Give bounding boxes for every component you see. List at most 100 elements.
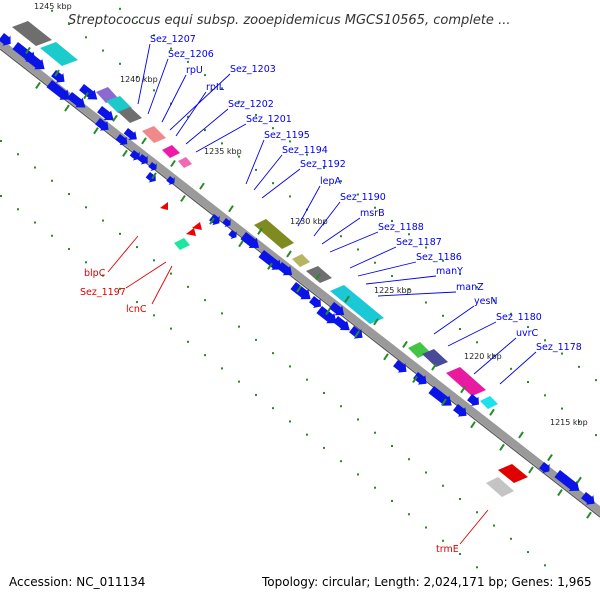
guide-dot bbox=[204, 129, 206, 132]
guide-dot bbox=[153, 314, 155, 317]
cds-arrow bbox=[46, 80, 70, 100]
guide-dot bbox=[85, 206, 87, 209]
gene-label: Sez_1197 bbox=[80, 287, 126, 298]
guide-dot bbox=[374, 261, 376, 264]
gene-label: Sez_1194 bbox=[282, 145, 328, 156]
guide-dot bbox=[459, 328, 461, 331]
gene-label: lcnC bbox=[126, 304, 147, 315]
leader-line bbox=[499, 351, 537, 385]
tick-mark bbox=[83, 92, 89, 100]
tick-mark bbox=[93, 127, 99, 135]
guide-dot bbox=[340, 460, 342, 463]
guide-dot bbox=[476, 341, 478, 344]
guide-dot bbox=[459, 498, 461, 501]
tick-mark bbox=[412, 375, 418, 384]
guide-dot bbox=[323, 446, 325, 449]
tick-mark bbox=[238, 240, 244, 248]
leader-line bbox=[377, 291, 457, 297]
cds-arrow bbox=[166, 176, 175, 186]
tick-mark bbox=[470, 421, 476, 429]
gene-label: yesN bbox=[474, 296, 498, 307]
leader-line bbox=[321, 217, 361, 245]
tick-mark bbox=[460, 386, 466, 394]
gene-label: uvrC bbox=[516, 328, 539, 339]
feature-blocks bbox=[12, 21, 528, 497]
tick-mark bbox=[354, 330, 360, 338]
leader-line bbox=[297, 185, 321, 227]
gene-label: Sez_1202 bbox=[228, 99, 274, 110]
cds-arrow bbox=[581, 492, 595, 505]
guide-dot bbox=[238, 325, 240, 328]
feature-red bbox=[498, 464, 528, 483]
tick-mark bbox=[325, 308, 331, 316]
cds-arrow bbox=[209, 214, 220, 226]
tick-mark bbox=[54, 69, 60, 77]
tick-mark bbox=[499, 443, 505, 451]
cds-arrow bbox=[123, 128, 137, 140]
cds-arrows bbox=[0, 33, 595, 505]
tick-mark bbox=[112, 114, 118, 122]
guide-dot bbox=[493, 299, 495, 302]
feature-khaki bbox=[292, 254, 310, 267]
guide-dot bbox=[408, 288, 410, 291]
tick-mark bbox=[586, 511, 592, 519]
guide-dot bbox=[408, 458, 410, 461]
guide-dot bbox=[170, 47, 172, 50]
tick-mark bbox=[557, 489, 563, 497]
guide-dot bbox=[204, 299, 206, 302]
guide-dot bbox=[561, 352, 563, 355]
tick-mark bbox=[170, 159, 176, 168]
kbp-labels: 1245 kbp 1240 kbp 1235 kbp 1230 kbp 1225… bbox=[34, 2, 588, 427]
cds-arrow bbox=[67, 92, 86, 108]
guide-dot bbox=[102, 274, 104, 277]
leader-line bbox=[137, 43, 151, 105]
guide-dot bbox=[221, 142, 223, 145]
cds-arrow bbox=[413, 372, 427, 385]
guide-dot bbox=[323, 166, 325, 169]
cds-arrow bbox=[115, 134, 128, 146]
guide-dot bbox=[374, 431, 376, 434]
cds-arrow bbox=[129, 150, 140, 161]
tick-mark bbox=[441, 398, 447, 406]
tick-mark bbox=[576, 476, 582, 484]
leader-line bbox=[365, 275, 437, 285]
genome-summary-text: Topology: circular; Length: 2,024,171 bp… bbox=[261, 575, 592, 589]
guide-dot bbox=[0, 140, 2, 142]
cds-arrow bbox=[240, 232, 259, 249]
guide-dot bbox=[255, 393, 257, 396]
guide-dot bbox=[119, 287, 121, 290]
guide-dot bbox=[221, 367, 223, 370]
kbp-label: 1245 kbp bbox=[34, 2, 72, 11]
tick-mark bbox=[315, 273, 321, 281]
guide-dot bbox=[425, 301, 427, 304]
gene-label: manY bbox=[436, 266, 463, 277]
guide-dot bbox=[578, 420, 580, 423]
leader-line bbox=[107, 235, 139, 273]
leader-line bbox=[447, 321, 497, 347]
tick-marks bbox=[25, 46, 592, 519]
feature-salmon bbox=[142, 126, 166, 143]
guide-dot bbox=[102, 49, 104, 52]
cds-arrow bbox=[309, 296, 321, 308]
tick-mark bbox=[35, 81, 41, 89]
guide-dot bbox=[476, 286, 478, 289]
guide-dot bbox=[510, 537, 512, 540]
guide-dot bbox=[272, 182, 274, 185]
guide-dot bbox=[595, 379, 597, 382]
tick-mark bbox=[209, 217, 215, 225]
cds-arrow bbox=[95, 118, 109, 131]
guide-dot bbox=[493, 354, 495, 357]
kbp-label: 1215 kbp bbox=[550, 418, 588, 427]
tick-mark bbox=[528, 466, 534, 474]
gene-label: blpC bbox=[84, 268, 106, 279]
gene-label: Sez_1180 bbox=[496, 312, 542, 323]
tick-mark bbox=[228, 205, 234, 213]
tick-mark bbox=[547, 454, 553, 462]
kbp-label: 1235 kbp bbox=[204, 147, 242, 156]
leader-line bbox=[245, 139, 265, 185]
feature-cyan bbox=[330, 285, 384, 324]
reverse-arrow bbox=[186, 228, 196, 236]
cds-arrow bbox=[539, 462, 550, 474]
guide-dot bbox=[340, 405, 342, 408]
